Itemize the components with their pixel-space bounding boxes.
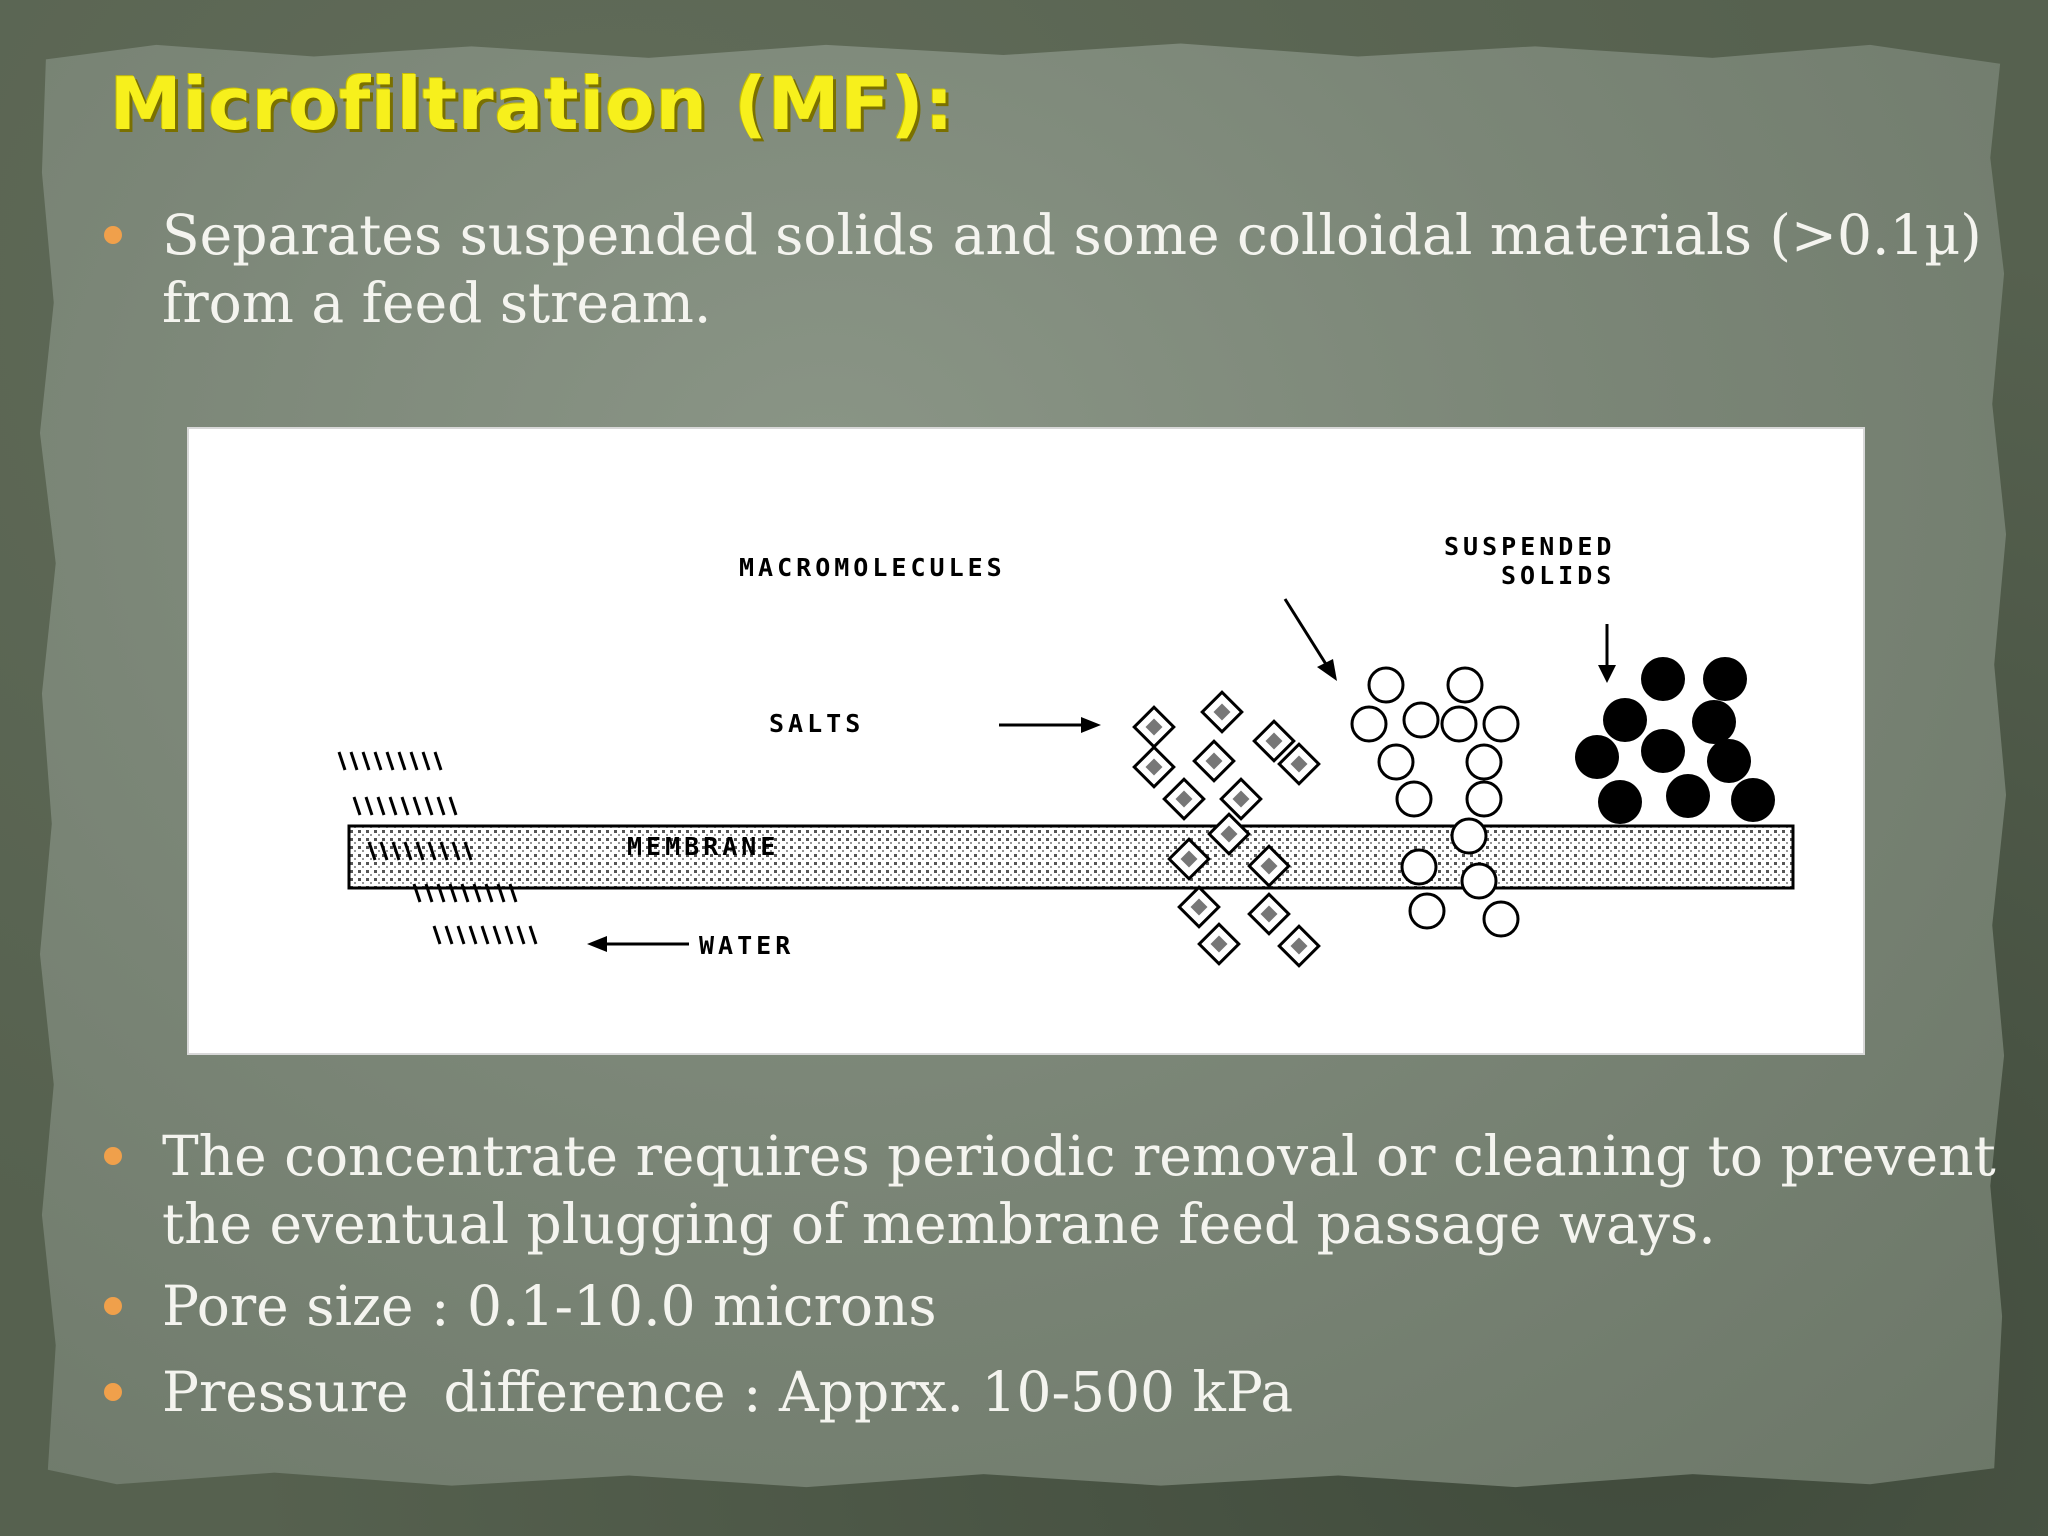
water-label: WATER — [699, 931, 794, 960]
salts-arrow-icon — [999, 717, 1101, 733]
suspended-solid-particles-icon — [1575, 657, 1775, 824]
membrane-label: MEMBRANE — [627, 832, 779, 861]
slide-title: Microfiltration (MF): — [110, 62, 955, 146]
bullet-item: Separates suspended solids and some coll… — [104, 201, 2042, 337]
suspended-solids-label-1: SUSPENDED — [1444, 532, 1615, 561]
bullet-item: The concentrate requires periodic remova… — [104, 1122, 2042, 1258]
diagram-svg: MACROMOLECULES SUSPENDED SOLIDS SALTS ME… — [337, 532, 1795, 968]
bullet-text: Separates suspended solids and some coll… — [162, 203, 1982, 335]
membrane-bar — [347, 824, 1795, 890]
suspended-solids-arrow-icon — [1598, 624, 1616, 683]
bullet-text: Pore size : 0.1-10.0 microns — [162, 1274, 937, 1338]
salts-label: SALTS — [769, 709, 864, 738]
macromolecules-label: MACROMOLECULES — [739, 553, 1006, 582]
bullet-dot-icon — [104, 226, 122, 244]
bullet-dot-icon — [104, 1383, 122, 1401]
suspended-solids-label-2: SOLIDS — [1501, 561, 1615, 590]
bullet-item: Pore size : 0.1-10.0 microns — [104, 1272, 2042, 1340]
water-arrow-icon — [587, 936, 689, 952]
bullet-dot-icon — [104, 1297, 122, 1315]
bullet-item: Pressure difference : Apprx. 10-500 kPa — [104, 1358, 2042, 1426]
bullet-text: Pressure difference : Apprx. 10-500 kPa — [162, 1360, 1294, 1424]
macromolecule-particles-icon — [1350, 666, 1520, 938]
macromolecules-arrow-icon — [1283, 598, 1337, 681]
microfiltration-diagram: MACROMOLECULES SUSPENDED SOLIDS SALTS ME… — [187, 427, 1865, 1055]
bullet-dot-icon — [104, 1147, 122, 1165]
bullet-text: The concentrate requires periodic remova… — [162, 1124, 1996, 1256]
